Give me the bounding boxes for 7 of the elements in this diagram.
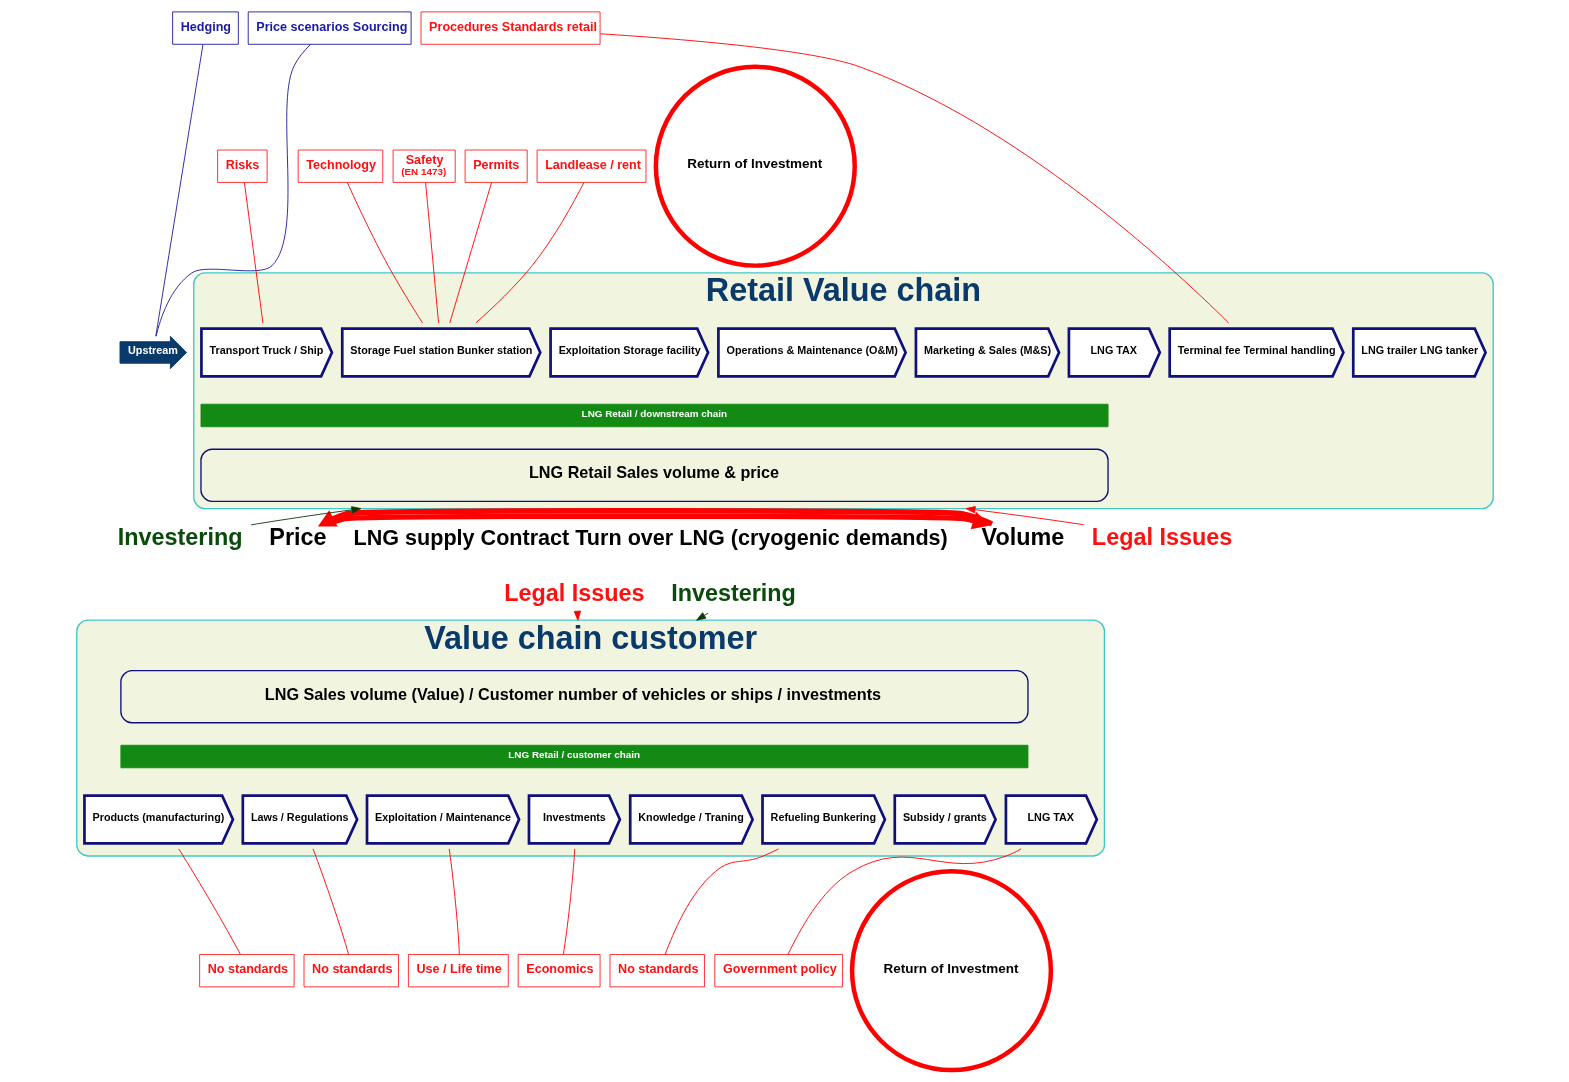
node-text: Price xyxy=(268,524,327,551)
node-text: LNG supply Contract Turn over LNG (cryogenic demands) xyxy=(353,525,948,551)
node-text: Legal Issues xyxy=(503,580,645,607)
node-text: Legal Issues xyxy=(1091,524,1232,551)
node-text: Investering xyxy=(117,524,242,551)
node-text: Investering xyxy=(670,580,796,607)
node-text: Volume xyxy=(981,524,1064,551)
